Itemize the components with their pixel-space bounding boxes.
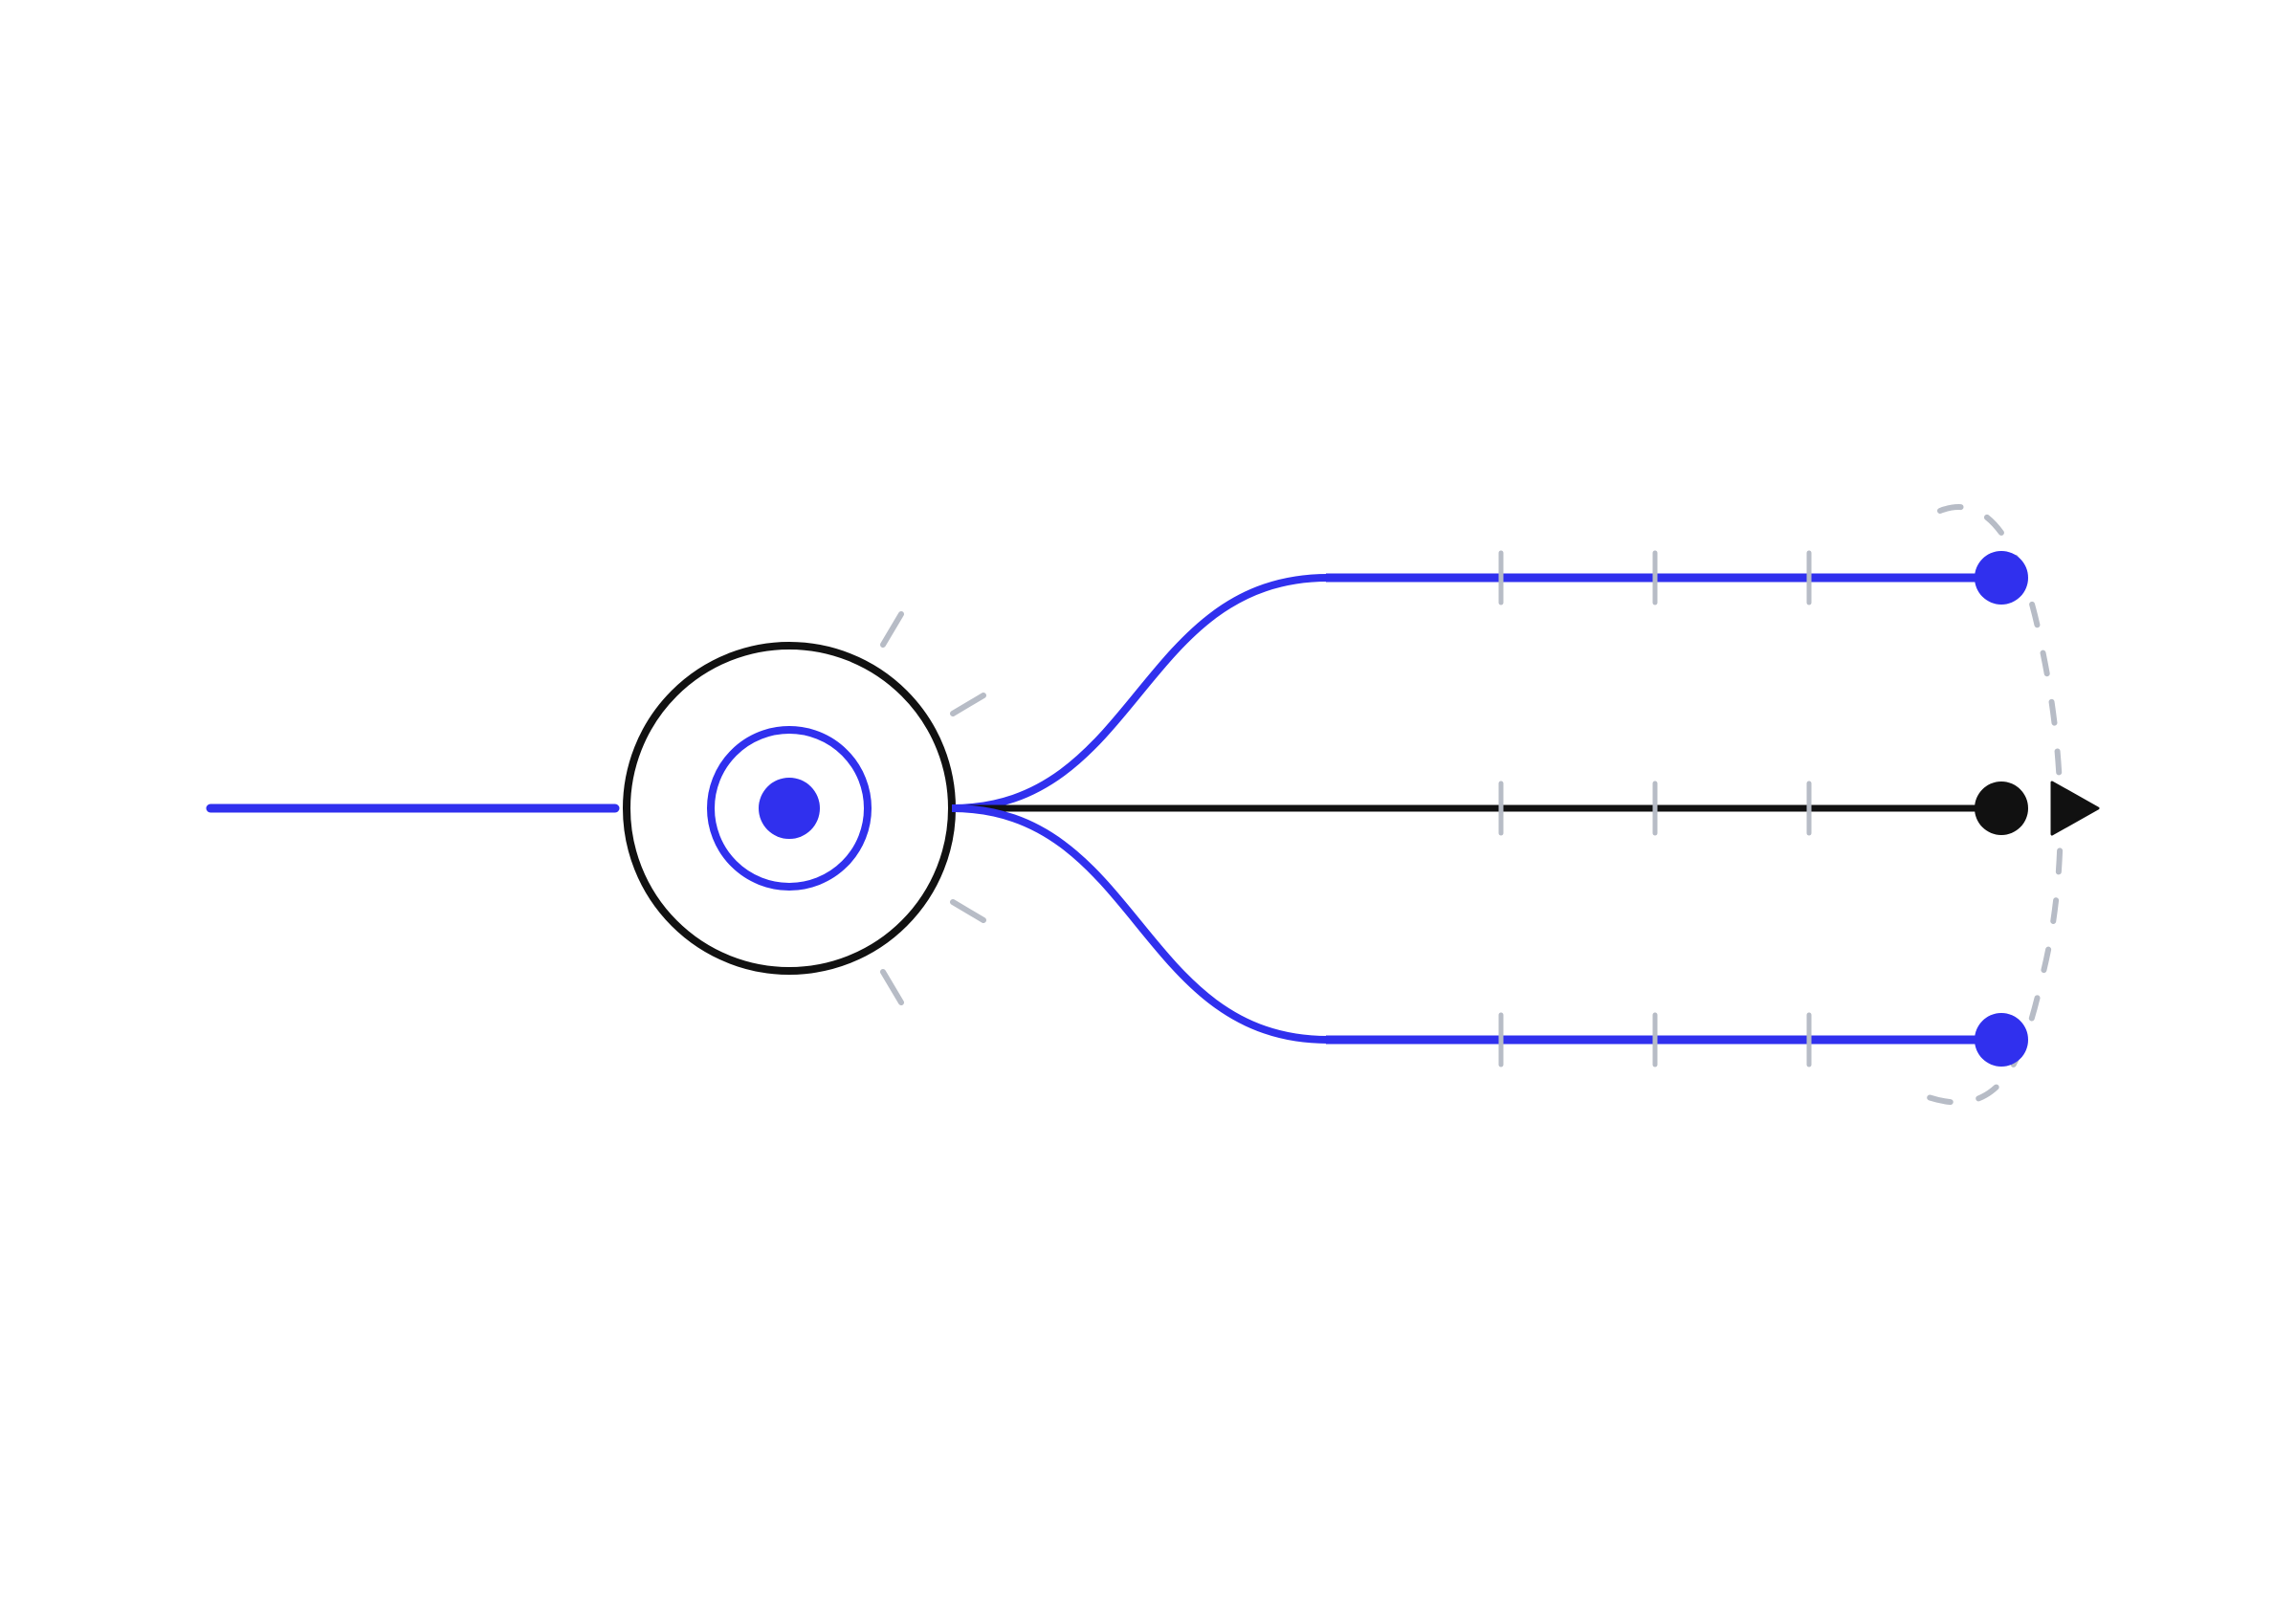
hub-ray-4 xyxy=(880,969,904,1005)
branch-lower-curve xyxy=(951,804,1329,1044)
hub-rays xyxy=(880,611,986,1005)
hub-ray-1 xyxy=(880,611,904,648)
endpoint-middle xyxy=(1975,781,2028,835)
endpoint-upper xyxy=(1975,551,2028,605)
core-ring xyxy=(707,726,872,891)
hub-ray-3 xyxy=(950,899,986,923)
hub-ray-2 xyxy=(950,693,986,716)
branch-upper-curve xyxy=(951,574,1329,812)
endpoint-lower xyxy=(1975,1013,2028,1067)
branch-ticks xyxy=(1498,550,1812,1068)
arrow-right-icon xyxy=(2050,781,2100,836)
core-dot xyxy=(759,778,820,839)
